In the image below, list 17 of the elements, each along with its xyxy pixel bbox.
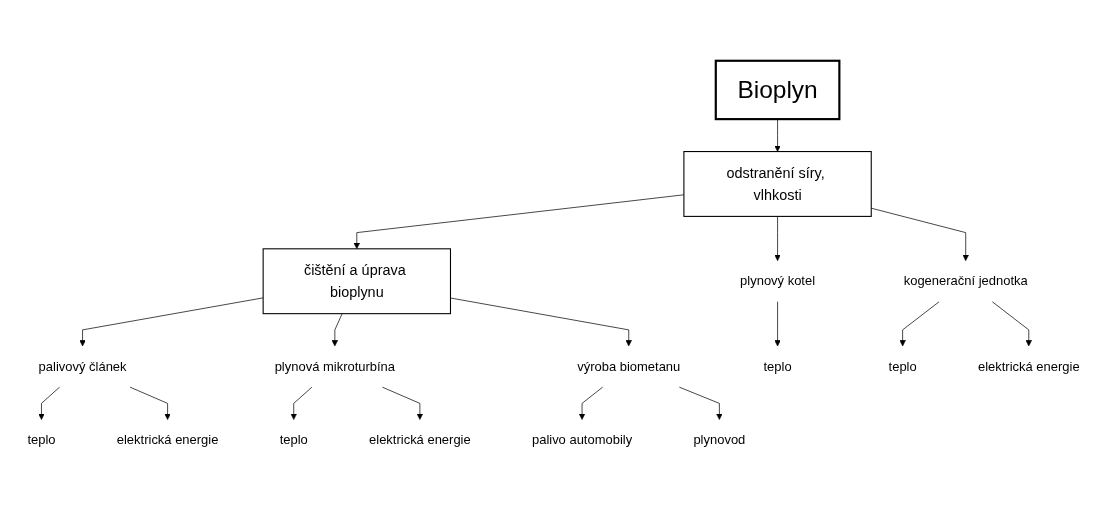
node-text: elektrická energie bbox=[977, 359, 1080, 374]
node-text: elektrická energie bbox=[116, 432, 219, 448]
node-box: Bioplyn bbox=[714, 59, 841, 121]
node-text: palivový článek bbox=[38, 359, 127, 374]
node-text: teplo bbox=[888, 359, 917, 374]
node-box: čištění a úprava bioplynu bbox=[262, 248, 452, 315]
node-text: plynovod bbox=[693, 432, 746, 448]
node-text: kogenerační jednotka bbox=[903, 273, 1028, 289]
node-text: teplo bbox=[763, 359, 792, 374]
node-box: odstranění síry, vlhkosti bbox=[683, 151, 872, 218]
node-text: palivo automobily bbox=[531, 432, 633, 448]
node-text: plynový kotel bbox=[740, 273, 816, 289]
node-text: teplo bbox=[27, 432, 56, 448]
node-text: teplo bbox=[279, 432, 308, 448]
node-text: elektrická energie bbox=[369, 432, 471, 448]
node-text: plynová mikroturbína bbox=[274, 359, 396, 374]
node-text: výroba biometanu bbox=[577, 359, 681, 374]
